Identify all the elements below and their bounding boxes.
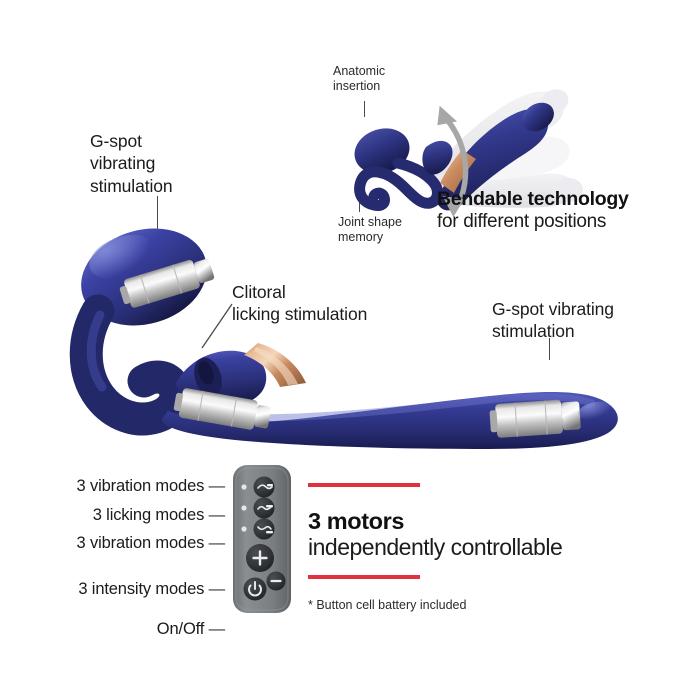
callout-clitoral: Clitoral licking stimulation xyxy=(232,282,368,325)
leader-line-clitoral xyxy=(201,303,233,349)
mode-label: 3 intensity modes xyxy=(78,579,205,598)
bendable-technology-illustration xyxy=(330,55,660,240)
bend-arrow-head-down xyxy=(442,196,465,218)
mode-button-1 xyxy=(253,476,275,498)
inset-joint-arm xyxy=(354,157,443,211)
product-illustration xyxy=(48,215,648,470)
led-indicator-3 xyxy=(241,526,247,532)
label-joint-shape-memory: Joint shape memory xyxy=(338,215,402,245)
led-indicator-2 xyxy=(241,505,247,511)
mode-row: On/Off — xyxy=(20,621,225,638)
bend-arrow-head-up xyxy=(437,105,458,126)
bend-arrow-icon xyxy=(445,118,469,198)
leader-line-gspot-left xyxy=(157,196,159,230)
product-bulb xyxy=(81,228,215,326)
callout-gspot-right: G-spot vibrating stimulation xyxy=(492,299,614,342)
mode-row: 3 vibration modes — xyxy=(20,477,226,495)
rule-bottom xyxy=(308,575,420,579)
bendable-technology-title: Bendable technology xyxy=(437,188,629,210)
motor-cutaway-bulb xyxy=(119,258,215,308)
led-indicator-1 xyxy=(241,484,247,490)
mode-button-3 xyxy=(253,518,275,540)
mode-label: 3 vibration modes xyxy=(76,477,205,495)
bendable-technology-subtitle: for different positions xyxy=(437,211,607,232)
mode-dash: — xyxy=(208,579,226,598)
plus-button xyxy=(246,544,274,572)
battery-footnote: * Button cell battery included xyxy=(308,598,467,612)
motors-headline: 3 motors xyxy=(308,508,405,534)
minus-button xyxy=(266,571,286,591)
rose-gold-highlight xyxy=(254,347,298,385)
leader-line-gspot-right xyxy=(549,338,551,360)
product-joint-neck xyxy=(69,294,193,436)
motors-subline: independently controllable xyxy=(308,534,563,560)
mode-label: 3 vibration modes xyxy=(76,534,205,552)
mode-dash: — xyxy=(208,620,226,638)
mode-dash: — xyxy=(208,534,226,552)
leader-line-anatomic xyxy=(364,101,366,117)
callout-gspot-left: G-spot vibrating stimulation xyxy=(90,131,173,196)
mode-label: 3 licking modes xyxy=(92,505,205,524)
tip-highlight xyxy=(578,401,614,421)
mode-row: 3 licking modes — xyxy=(20,505,226,524)
mode-label: On/Off xyxy=(156,620,205,638)
remote-bezel xyxy=(235,467,289,611)
mode-label-list: 3 vibration modes — 3 licking modes — 3 … xyxy=(20,477,226,638)
mode-dash: — xyxy=(208,477,226,495)
inset-clit-arm xyxy=(422,140,453,175)
mode-row: 3 intensity modes — xyxy=(20,579,226,598)
inset-shaft-tip xyxy=(522,102,554,132)
motor-cutaway-middle xyxy=(173,388,271,430)
label-anatomic-insertion: Anatomic insertion xyxy=(333,64,386,94)
mode-dash: — xyxy=(208,505,226,524)
remote-control[interactable] xyxy=(231,463,293,615)
rule-top xyxy=(308,483,420,487)
mode-row: 3 vibration modes — xyxy=(20,534,226,552)
joint-highlight xyxy=(86,310,107,392)
leader-line-joint xyxy=(359,196,361,212)
mode-button-2 xyxy=(253,497,275,519)
motor-cutaway-right xyxy=(489,399,581,438)
power-button xyxy=(243,577,267,601)
